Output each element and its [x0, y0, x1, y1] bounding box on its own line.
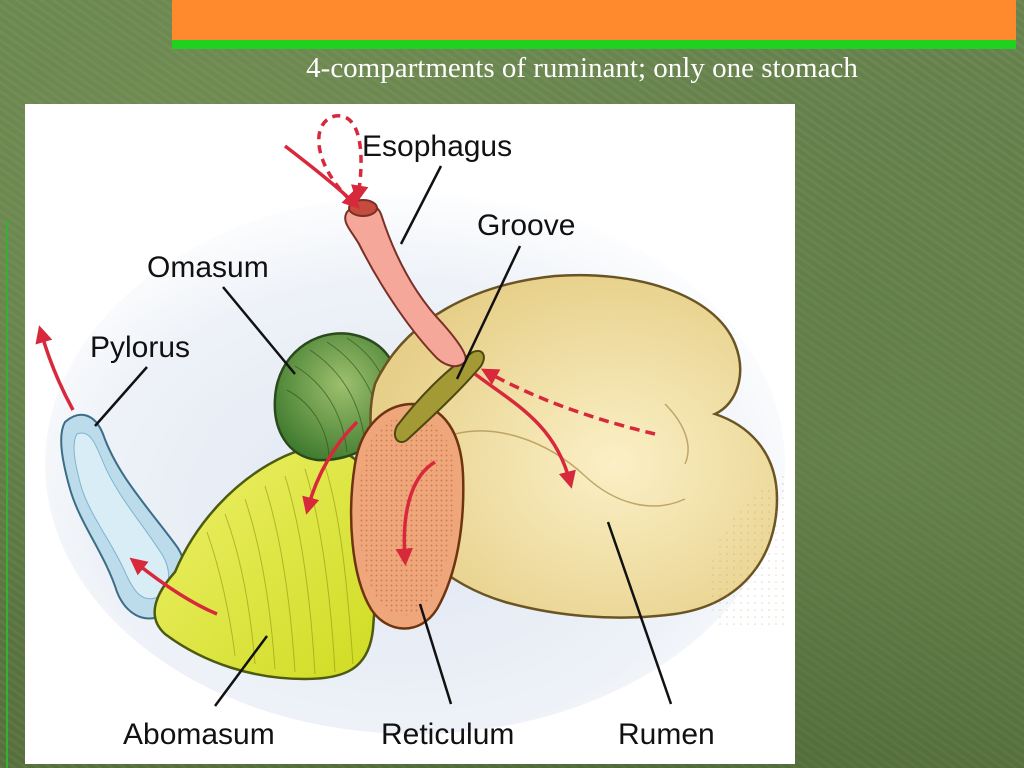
stomach-diagram: Esophagus Groove Omasum Pylorus Abomasum… [25, 104, 795, 764]
label-rumen: Rumen [618, 718, 715, 751]
label-groove: Groove [477, 209, 575, 242]
abomasum-arrow [129, 557, 218, 616]
pylorus-exit-arrow [35, 325, 75, 411]
reticulum-arrow [395, 460, 436, 566]
header-accent-line [172, 40, 1016, 49]
groove-dashed-arrow [480, 368, 656, 436]
leader-lines [94, 165, 673, 707]
label-reticulum: Reticulum [381, 718, 514, 751]
regurgitation-path-arrow [317, 114, 369, 203]
label-abomasum: Abomasum [123, 718, 275, 751]
esophageal-groove [393, 350, 485, 444]
abomasum [153, 446, 377, 681]
label-omasum: Omasum [147, 251, 269, 284]
swallow-arrow [283, 144, 360, 209]
slide-title: 4-compartments of ruminant; only one sto… [306, 52, 858, 84]
label-esophagus: Esophagus [362, 130, 512, 163]
left-accent-rule [6, 220, 8, 768]
label-pylorus: Pylorus [90, 331, 190, 364]
header-bar [172, 0, 1016, 40]
food-flow-arrows [35, 144, 656, 616]
omasum-arrow [302, 420, 359, 515]
